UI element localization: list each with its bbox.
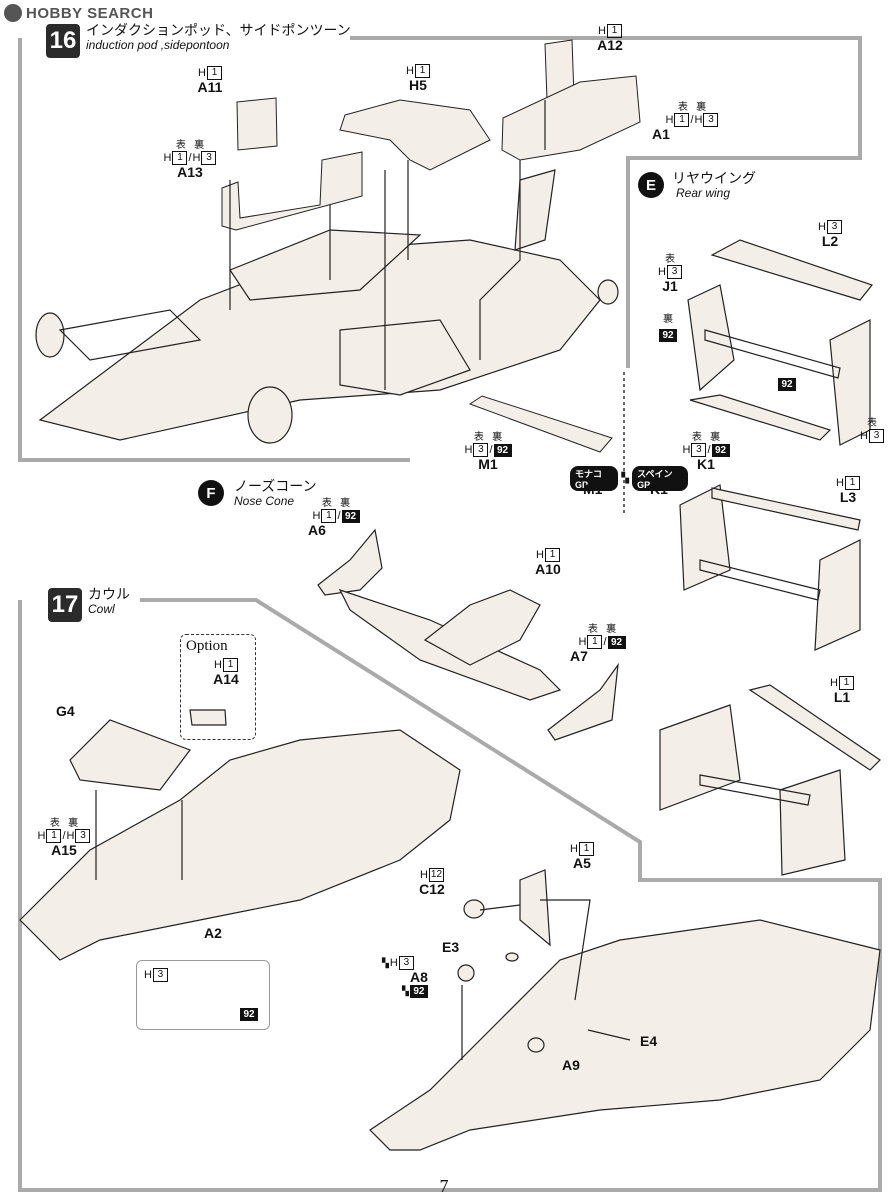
part-l3-label: L3 (839, 489, 857, 505)
step17-title-jp: カウル (88, 586, 130, 602)
option-box (180, 634, 256, 740)
part-a11-shape (236, 97, 278, 151)
part-a9-label: A9 (562, 1057, 580, 1073)
cowl-drawing (19, 709, 881, 1151)
watermark-text: HOBBY SEARCH (26, 4, 154, 22)
part-c12-label: C12 (419, 881, 445, 897)
hobby-search-logo-icon (4, 4, 22, 22)
section-e-title-jp: リヤウイング (672, 170, 756, 186)
part-g4-label: G4 (56, 703, 75, 719)
part-a1-label: A1 (652, 126, 670, 142)
part-l1-label: L1 (833, 689, 851, 705)
part-a11-label: A11 (197, 79, 223, 95)
part-a10-label: A10 (535, 561, 561, 577)
part-e4-label: E4 (640, 1033, 658, 1049)
watermark: HOBBY SEARCH (4, 4, 153, 22)
section-f-title-en: Nose Cone (234, 494, 295, 508)
part-a14-label: A14 (213, 671, 239, 687)
part-a13-label: A13 (177, 164, 203, 180)
page-number: 7 (439, 1176, 449, 1196)
part-a5-label: A5 (573, 855, 591, 871)
variant-m1-label: M1 (583, 481, 603, 497)
part-j1-label: J1 (662, 278, 678, 294)
part-a6-label: A6 (308, 522, 326, 538)
monaco-gp-badge: モナコ GP (570, 466, 619, 491)
part-k1-label: K1 (697, 456, 715, 472)
gp-variants: モナコ GP ▚ スペイン GP (570, 466, 688, 491)
section-e-title-en: Rear wing (676, 186, 731, 200)
checkered-flag-icon: ▚ (621, 473, 630, 484)
part-a13-shape (221, 151, 363, 231)
rear-wing-drawing (659, 239, 881, 876)
step17-border (18, 598, 882, 1192)
part-e3-label: E3 (442, 939, 460, 955)
step16-title-jp: インダクションポッド、サイドポンツーン (86, 22, 351, 38)
part-m1-label: M1 (478, 456, 498, 472)
part-h5-label: H5 (409, 77, 427, 93)
checkered-flag-icon: ▚ (402, 986, 409, 996)
spain-gp-badge: スペイン GP (632, 466, 688, 491)
section-f-badge: F (198, 480, 224, 506)
part-a2-label: A2 (204, 925, 222, 941)
part-a8-label: A8 (410, 969, 428, 985)
section-f-title-jp: ノーズコーン (234, 478, 317, 494)
step16-title-en: induction pod ,sidepontoon (86, 38, 230, 52)
part-m1-shape (468, 395, 613, 453)
assembly-arrows-17 (95, 790, 631, 1060)
part-l2-label: L2 (821, 233, 839, 249)
step17-number: 17 (48, 588, 82, 622)
option-label: Option (186, 638, 228, 654)
chassis-drawing (35, 169, 619, 444)
checkered-flag-icon: ▚ (382, 957, 389, 968)
part-h5-shape (339, 99, 491, 171)
step16-border-left (18, 38, 410, 462)
step16-border-right (350, 36, 862, 368)
part-a12-label: A12 (597, 37, 623, 53)
nose-cone-drawing (317, 528, 619, 741)
mid-92-callout: 92 (778, 374, 796, 392)
part-a15-label: A15 (51, 842, 77, 858)
step17-title-en: Cowl (88, 602, 115, 616)
a2-code: 92 (240, 1004, 258, 1022)
variant-k1-label: K1 (650, 481, 668, 497)
step16-number: 16 (46, 24, 80, 58)
part-a1-shape (501, 75, 641, 161)
part-a7-label: A7 (570, 648, 588, 664)
assembly-arrows-16 (229, 100, 546, 390)
part-j1-ura-callout: 裏 92 (656, 310, 680, 343)
section-e-badge: E (638, 172, 664, 198)
